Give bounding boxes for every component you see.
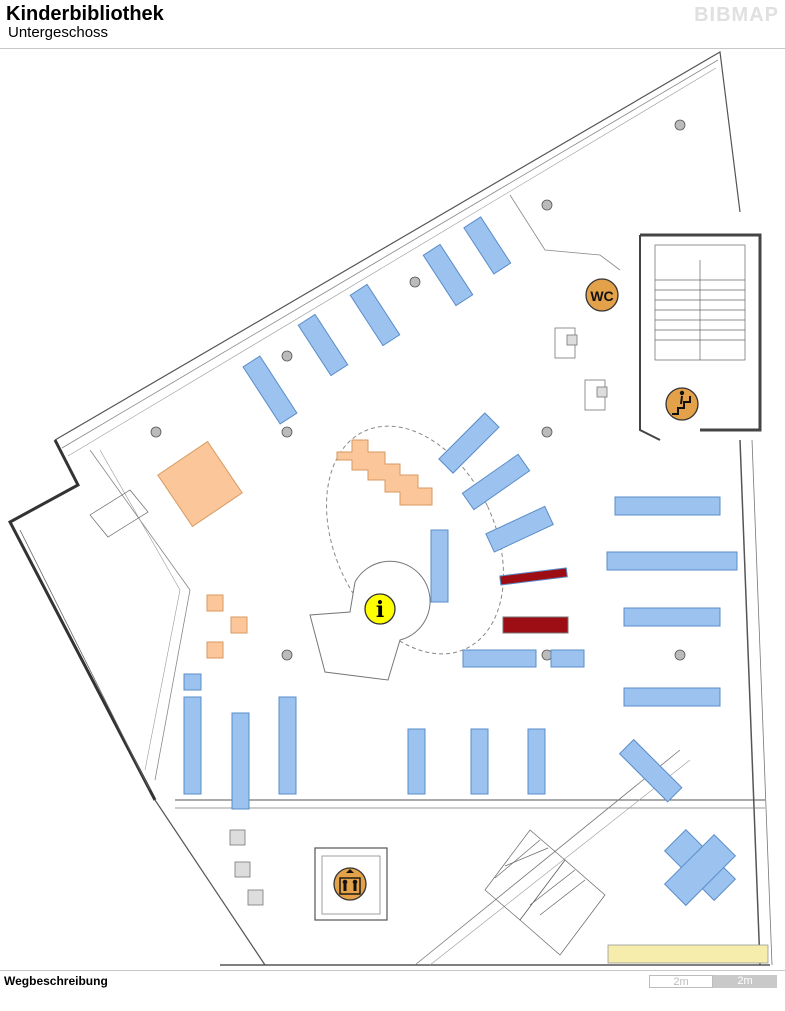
reading-zone-outline [326,425,504,655]
seating-areas [157,439,433,659]
elevator-shaft [314,847,388,921]
counter [607,944,769,964]
page-title: Kinderbibliothek [6,3,164,25]
seating-cube [206,594,224,612]
stairs-icon [672,390,691,415]
shelf [462,649,537,668]
shelf [618,738,683,803]
building-walls [7,51,773,966]
stairs-marker[interactable] [665,387,699,421]
shelf [231,712,250,810]
brand-logo: BIBMAP [694,4,779,26]
scale-segment: 2m [713,975,777,988]
staircase-upper [654,244,746,361]
computer-workstations [229,327,608,906]
shelf [663,833,737,907]
wc-marker[interactable]: WC [585,278,619,312]
shelf [438,412,500,474]
shelf [463,216,512,275]
staircase-lower [484,829,606,956]
footer-divider [0,970,785,971]
shelf [422,243,474,307]
shelf [461,453,531,511]
shelf [614,496,721,516]
info-marker[interactable]: i [364,593,396,625]
shelf [623,687,721,707]
elevator-marker[interactable] [333,867,367,901]
shelf [407,728,426,795]
seating-block [157,440,243,528]
shelf [527,728,546,795]
info-icon: i [376,597,384,623]
media-shelf [502,616,569,634]
shelf [485,505,554,553]
scale-bar: 2m 2m [649,975,777,988]
shelf [606,551,738,571]
shelf [242,355,298,425]
directions-link[interactable]: Wegbeschreibung [4,974,108,988]
staircase-left [89,489,149,538]
shelf [550,649,585,668]
shelf [349,283,401,347]
media-shelves [499,567,569,634]
seating-cube [230,616,248,634]
shelf [183,673,202,691]
shelf [183,696,202,795]
shelf [430,529,449,603]
bookshelves [183,216,738,907]
media-shelf [499,567,568,586]
elevator-icon [339,869,361,895]
floor-subtitle: Untergeschoss [8,24,109,41]
columns [150,119,686,661]
shelf [470,728,489,795]
scale-segment: 2m [649,975,713,988]
shelf [297,313,349,377]
seating-steps [336,439,433,506]
floor-plan-map[interactable]: i WC [0,50,785,970]
header-divider [0,48,785,49]
shelf [623,607,721,627]
shelf [278,696,297,795]
wc-icon: WC [590,288,613,304]
seating-cube [206,641,224,659]
